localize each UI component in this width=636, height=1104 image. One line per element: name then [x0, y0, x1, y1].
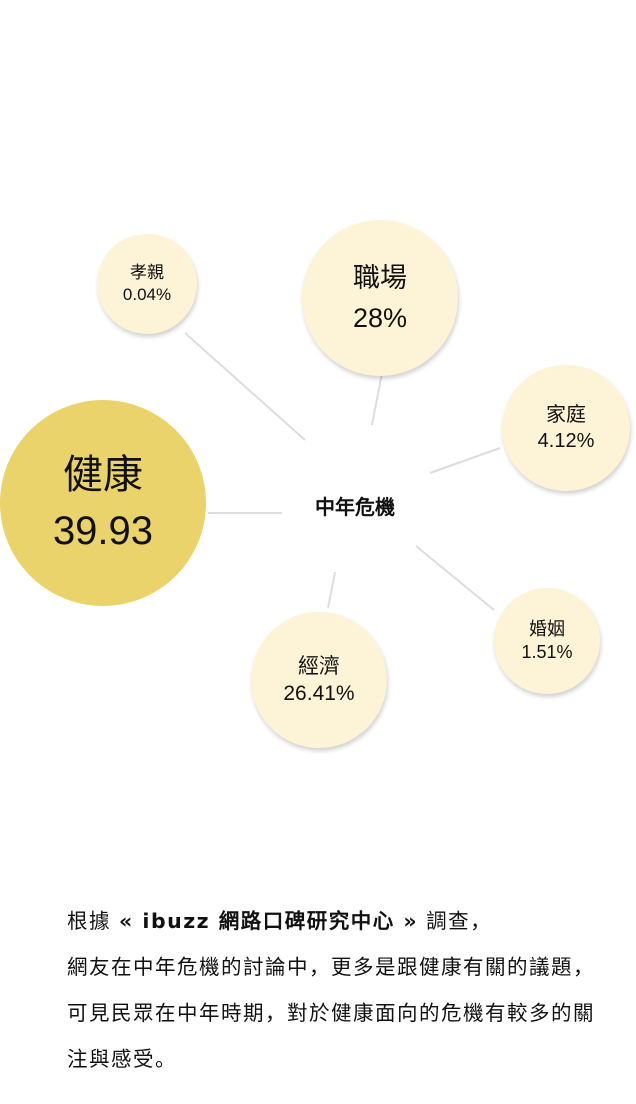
description-body: 網友在中年危機的討論中，更多是跟健康有關的議題，可見民眾在中年時期，對於健康面向…	[67, 955, 595, 1071]
node-filial: 孝親 0.04%	[97, 234, 197, 334]
node-value: 26.41%	[283, 682, 355, 705]
link-filial	[184, 332, 306, 441]
node-value: 39.93	[52, 509, 154, 553]
node-value: 28%	[352, 303, 408, 333]
link-marriage	[415, 545, 495, 611]
description-text: 根據 « ibuzz 網路口碑研究中心 » 調查， 網友在中年危機的討論中，更多…	[67, 898, 607, 1082]
link-family	[429, 447, 501, 474]
center-node: 中年危機	[290, 440, 420, 570]
node-economy: 經濟 26.41%	[251, 612, 387, 748]
node-value: 4.12%	[537, 430, 595, 452]
node-health: 健康 39.93	[0, 400, 206, 606]
node-family: 家庭 4.12%	[502, 365, 630, 491]
node-workplace: 職場 28%	[302, 220, 458, 376]
center-label: 中年危機	[315, 494, 395, 519]
node-label: 家庭	[546, 404, 586, 426]
link-economy	[327, 571, 336, 609]
node-label: 經濟	[298, 654, 340, 678]
node-value: 1.51%	[521, 642, 573, 662]
node-value: 0.04%	[122, 285, 172, 304]
node-marriage: 婚姻 1.51%	[494, 588, 600, 694]
link-workplace	[371, 372, 383, 426]
description-suffix: 調查，	[426, 909, 493, 933]
node-label: 婚姻	[529, 618, 565, 639]
description-source: « ibuzz 網路口碑研究中心 »	[119, 909, 419, 933]
node-label: 健康	[63, 453, 143, 497]
node-label: 孝親	[130, 262, 164, 282]
description-prefix: 根據	[67, 909, 111, 933]
node-label: 職場	[353, 262, 407, 293]
